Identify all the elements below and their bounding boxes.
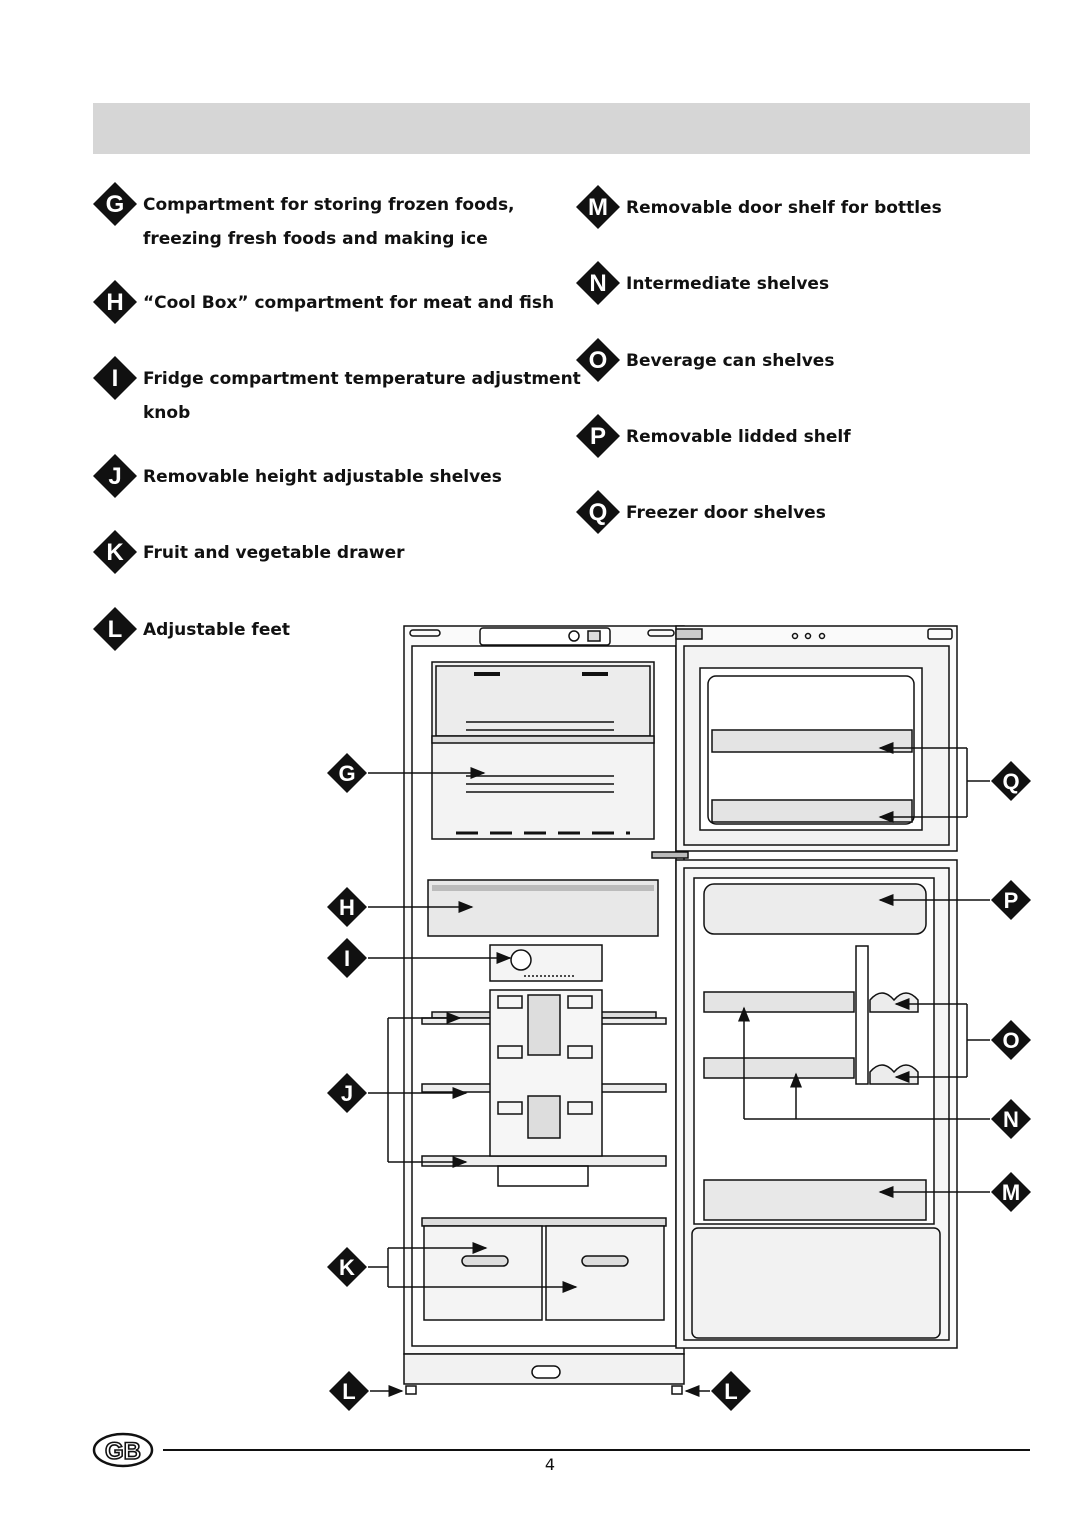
- legend-label: Freezer door shelves: [626, 503, 826, 523]
- callout-i: I: [327, 938, 367, 978]
- legend-label: Intermediate shelves: [626, 274, 830, 294]
- foot-right: [671, 1385, 683, 1395]
- svg-text:G: G: [106, 191, 125, 218]
- diamond-badge-icon: I: [93, 356, 137, 400]
- svg-text:J: J: [108, 463, 121, 490]
- svg-text:I: I: [112, 365, 119, 392]
- svg-text:M: M: [1002, 1180, 1020, 1205]
- callout-l-left: L: [329, 1371, 369, 1411]
- diamond-badge-icon: L: [93, 607, 137, 651]
- lidded-shelf: [703, 883, 927, 935]
- legend-label: Removable height adjustable shelves: [143, 467, 502, 487]
- callout-k: K: [327, 1247, 367, 1287]
- diamond-badge-icon: J: [93, 454, 137, 498]
- diamond-badge-icon: M: [576, 185, 620, 229]
- svg-text:L: L: [724, 1379, 737, 1404]
- legend-label: Removable lidded shelf: [626, 427, 851, 447]
- legend-label: Removable door shelf for bottles: [626, 198, 942, 218]
- freezer-door-shelf-upper: [711, 729, 913, 753]
- svg-text:H: H: [106, 289, 123, 316]
- diamond-badge-icon: Q: [576, 490, 620, 534]
- legend-label: Compartment for storing frozen foods,: [143, 195, 515, 215]
- svg-text:GB: GB: [105, 1438, 141, 1465]
- callout-g: G: [327, 753, 367, 793]
- legend-label: “Cool Box” compartment for meat and fish: [143, 293, 555, 313]
- diamond-badge-icon: K: [93, 530, 137, 574]
- callout-p: P: [991, 880, 1031, 920]
- vegetable-drawer-left: [423, 1225, 543, 1321]
- intermediate-shelf-lower: [703, 1057, 855, 1079]
- svg-text:P: P: [590, 423, 606, 450]
- callout-o: O: [991, 1020, 1031, 1060]
- svg-text:M: M: [588, 194, 608, 221]
- svg-text:Q: Q: [1002, 769, 1019, 794]
- freezer-door-shelf-lower: [711, 799, 913, 823]
- bottle-shelf: [703, 1179, 927, 1221]
- svg-text:L: L: [342, 1379, 355, 1404]
- svg-text:G: G: [338, 761, 355, 786]
- svg-text:H: H: [339, 895, 355, 920]
- diamond-badge-icon: G: [93, 182, 137, 226]
- svg-text:Q: Q: [589, 499, 608, 526]
- svg-text:L: L: [108, 616, 123, 643]
- legend-label-continued: freezing fresh foods and making ice: [143, 229, 488, 249]
- svg-text:K: K: [339, 1255, 355, 1280]
- callout-n: N: [991, 1099, 1031, 1139]
- callout-m: M: [991, 1172, 1031, 1212]
- svg-text:P: P: [1004, 888, 1019, 913]
- diamond-badge-icon: P: [576, 414, 620, 458]
- svg-text:I: I: [344, 946, 350, 971]
- diamond-badge-icon: O: [576, 338, 620, 382]
- svg-text:O: O: [1002, 1028, 1019, 1053]
- gb-badge: GB: [92, 1432, 154, 1468]
- callout-j: J: [327, 1073, 367, 1113]
- vegetable-drawer-right: [545, 1225, 665, 1321]
- svg-text:N: N: [589, 270, 606, 297]
- header-bar: [93, 103, 1030, 154]
- legend-label: Adjustable feet: [143, 620, 290, 640]
- diamond-badge-icon: H: [93, 280, 137, 324]
- foot-left: [405, 1385, 417, 1395]
- intermediate-shelf-upper: [703, 991, 855, 1013]
- legend-label: Fridge compartment temperature adjustmen…: [143, 369, 581, 389]
- svg-text:O: O: [589, 347, 608, 374]
- svg-text:N: N: [1003, 1107, 1019, 1132]
- diamond-badge-icon: N: [576, 261, 620, 305]
- svg-text:J: J: [341, 1081, 353, 1106]
- legend-label-continued: knob: [143, 403, 191, 423]
- legend-label: Fruit and vegetable drawer: [143, 543, 405, 563]
- callout-h: H: [327, 887, 367, 927]
- page-number: 4: [544, 1455, 556, 1474]
- callout-q: Q: [991, 761, 1031, 801]
- footer-rule: [163, 1449, 1030, 1451]
- callout-l-right: L: [711, 1371, 751, 1411]
- thermostat-knob: [510, 949, 532, 971]
- legend-label: Beverage can shelves: [626, 351, 835, 371]
- svg-text:K: K: [106, 539, 124, 566]
